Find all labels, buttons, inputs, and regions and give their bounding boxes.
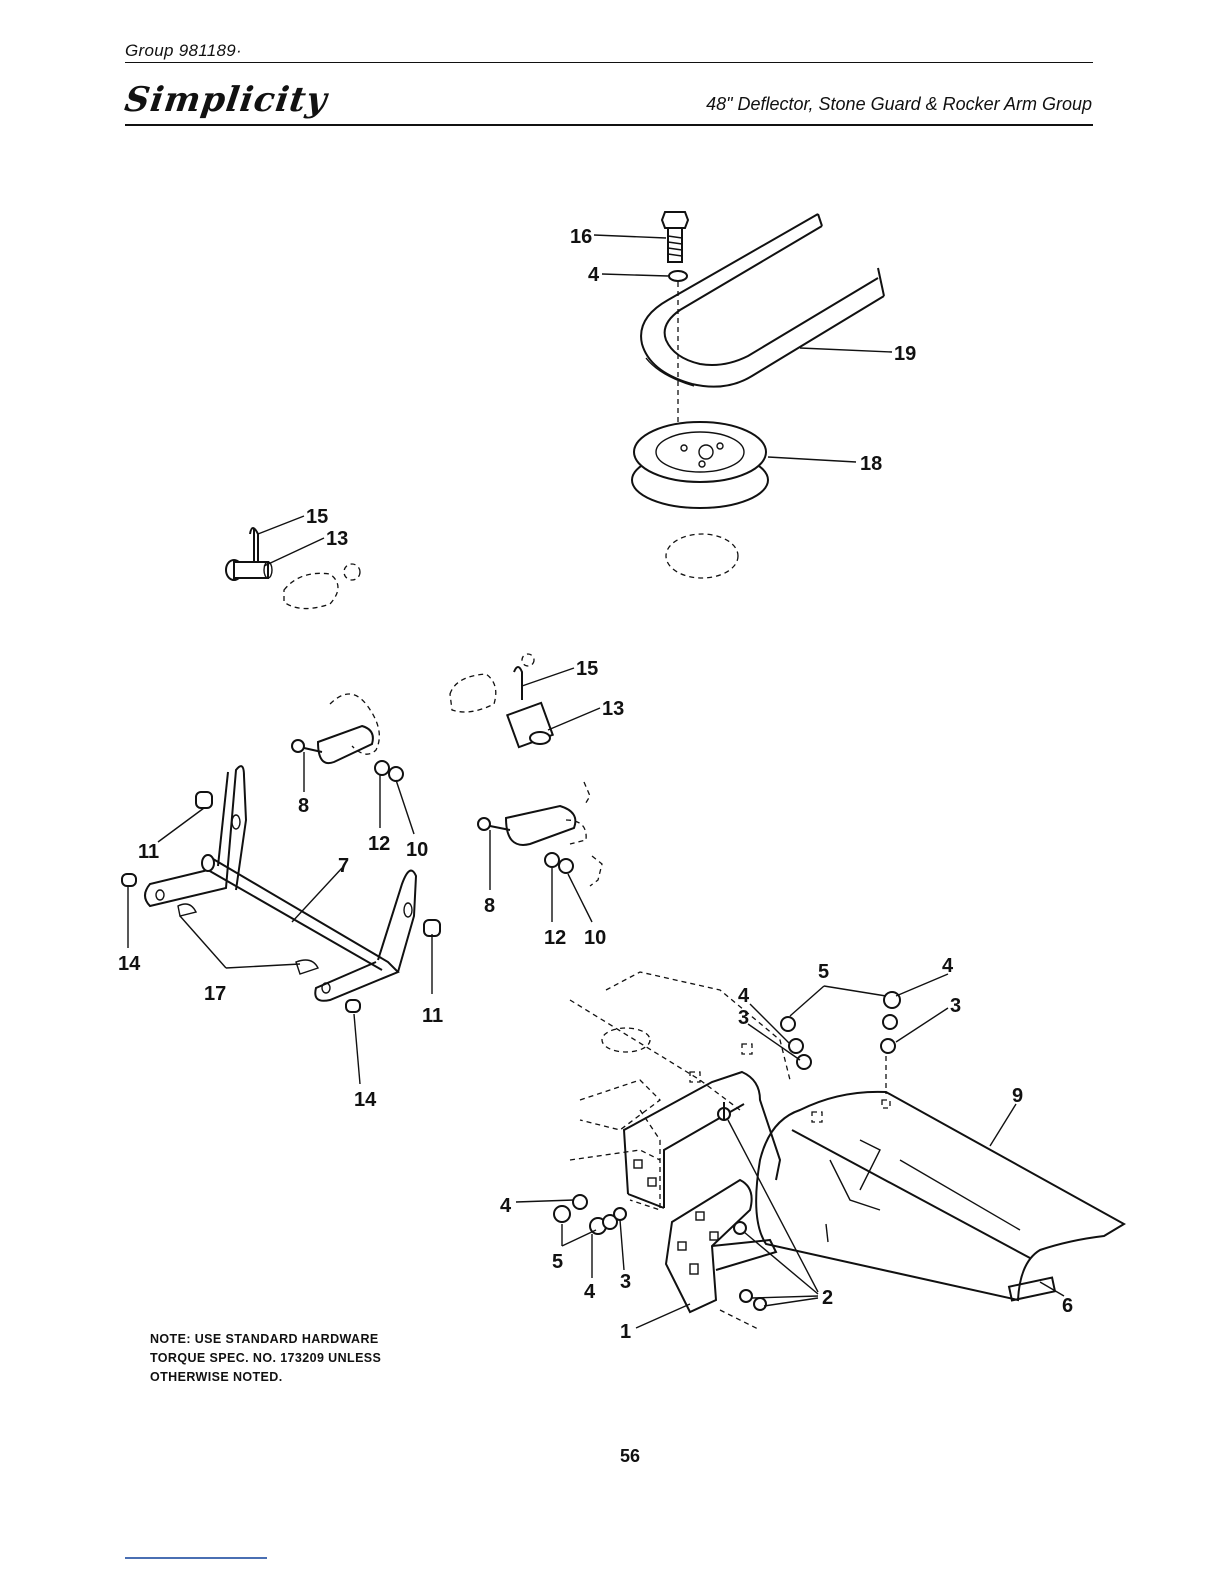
callout-13: 13	[602, 698, 624, 720]
callout-15: 15	[306, 506, 328, 528]
callout-12: 12	[544, 927, 566, 949]
callout-8: 8	[484, 895, 495, 917]
bolt-part-16	[662, 212, 688, 262]
torque-note: NOTE: USE STANDARD HARDWARE TORQUE SPEC.…	[150, 1330, 450, 1387]
callout-4: 4	[942, 955, 954, 977]
callout-9: 9	[1012, 1085, 1023, 1107]
rocker-shaft-assembly-7	[122, 766, 440, 1012]
callout-19: 19	[894, 343, 916, 365]
washer-part-4-top	[669, 271, 687, 281]
callout-4: 4	[500, 1195, 512, 1217]
callout-5: 5	[552, 1251, 563, 1273]
callout-15: 15	[576, 658, 598, 680]
callout-leaders	[128, 235, 1064, 1328]
note-line-3: OTHERWISE NOTED.	[150, 1368, 450, 1387]
callout-13: 13	[326, 528, 348, 550]
callout-11: 11	[138, 841, 159, 863]
callout-6: 6	[1062, 1295, 1073, 1317]
callout-14: 14	[354, 1089, 377, 1111]
callout-3: 3	[620, 1271, 631, 1293]
callout-10: 10	[584, 927, 606, 949]
rocker-arm-lower	[478, 782, 602, 886]
callout-7: 7	[338, 855, 349, 877]
callout-16: 16	[570, 226, 592, 248]
callout-5: 5	[818, 961, 829, 983]
callout-17: 17	[204, 983, 226, 1005]
mower-deck-phantom	[570, 972, 890, 1210]
callout-numbers: 16 4 19 18 15 13 15 13 8 12 10 11 7 14 1…	[118, 226, 1073, 1343]
stone-guard-part-1	[666, 1180, 776, 1312]
callout-11: 11	[422, 1005, 443, 1027]
note-line-1: NOTE: USE STANDARD HARDWARE	[150, 1330, 450, 1349]
callout-4: 4	[584, 1281, 596, 1303]
callout-2: 2	[822, 1287, 833, 1309]
callout-4: 4	[588, 264, 600, 286]
note-line-2: TORQUE SPEC. NO. 173209 UNLESS	[150, 1349, 450, 1368]
callout-3: 3	[950, 995, 961, 1017]
callout-14: 14	[118, 953, 141, 975]
pulley-part-18	[632, 422, 768, 508]
deflector-part-9	[756, 1092, 1124, 1300]
callout-1: 1	[620, 1321, 631, 1343]
page-number: 56	[0, 1446, 1224, 1467]
clevis-assembly-middle	[450, 654, 553, 747]
rocker-arm-upper	[292, 694, 403, 781]
callout-12: 12	[368, 833, 390, 855]
callout-8: 8	[298, 795, 309, 817]
callout-10: 10	[406, 839, 428, 861]
footer-link-rule	[125, 1557, 267, 1559]
hub-phantom	[666, 534, 738, 578]
callout-18: 18	[860, 453, 882, 475]
callout-4: 4	[738, 985, 750, 1007]
callout-3: 3	[738, 1007, 749, 1029]
label-part-6	[1009, 1278, 1055, 1301]
